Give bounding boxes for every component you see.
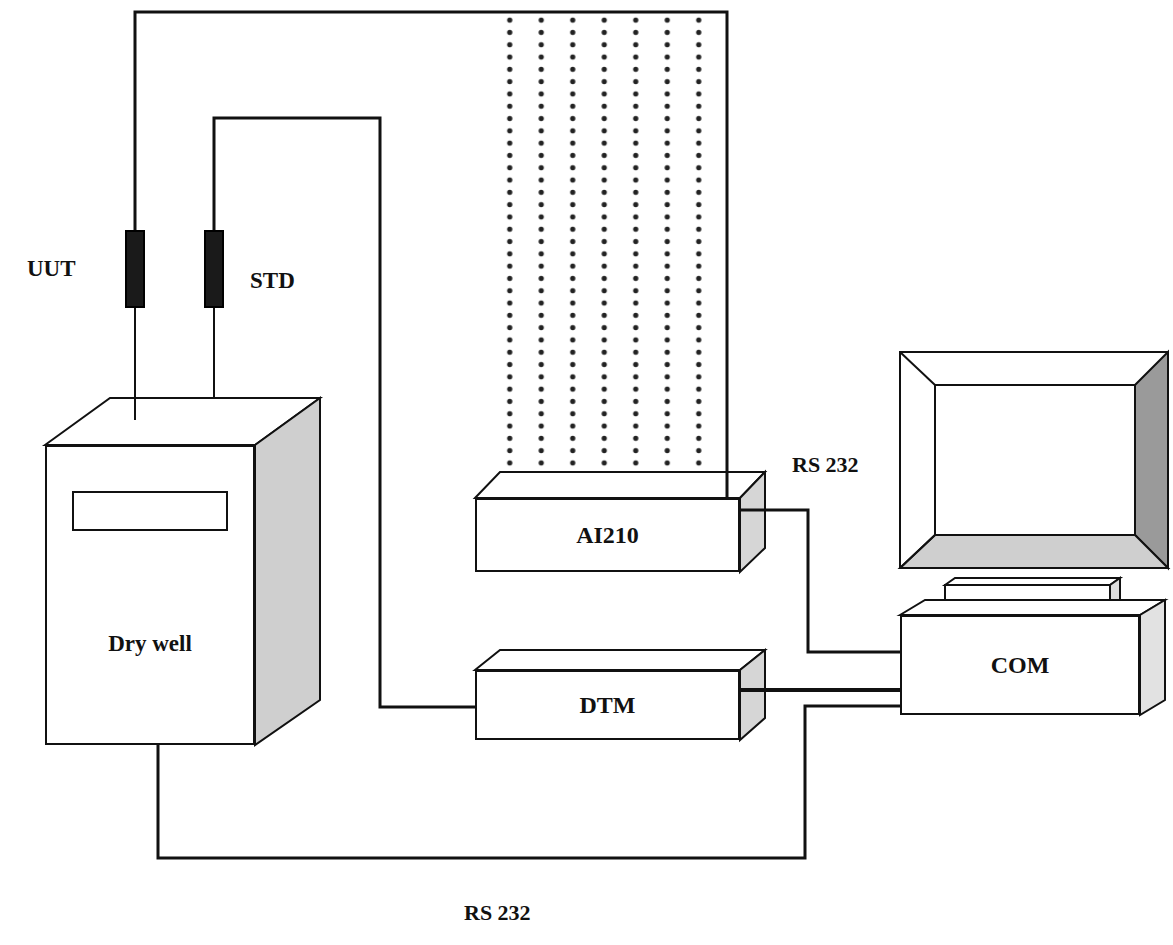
cable-label: RS 232: [462, 900, 533, 926]
probe-label: UUT: [27, 256, 43, 282]
computer-top: [900, 600, 1165, 615]
logger-top: [475, 472, 765, 498]
monitor-frame: [900, 352, 1168, 568]
monitor-bevel: [900, 535, 1168, 568]
cable: [135, 12, 727, 498]
monitor-bevel-line: [900, 352, 935, 385]
probe-sensor: UUT: [125, 230, 145, 308]
cable: [740, 688, 900, 692]
computer: COM: [900, 615, 1140, 715]
logger-side: [740, 472, 765, 572]
probe-stem: [213, 308, 215, 410]
dry-well-side: [255, 398, 320, 745]
box-label: Dry well: [108, 631, 192, 657]
thermometer-top: [475, 650, 765, 670]
probe-stem: [134, 398, 136, 420]
probe-label: STD: [250, 268, 266, 294]
thermometer: DTM: [475, 670, 740, 740]
computer-side: [1140, 600, 1165, 715]
box-label: AI210: [576, 522, 639, 549]
monitor-screen: [935, 385, 1135, 535]
cable-label: RS 232: [790, 452, 861, 478]
monitor-bevel-line: [900, 535, 935, 568]
monitor-stand: [945, 578, 1120, 585]
probe-sensor: STD: [204, 230, 224, 308]
box-label: DTM: [580, 692, 636, 719]
display-window: [72, 491, 228, 531]
dry-well-calibrator: Dry well: [45, 445, 255, 745]
data-logger: AI210: [475, 498, 740, 572]
probe-stem: [134, 308, 136, 420]
box-label: COM: [991, 652, 1050, 679]
monitor-bevel: [1135, 352, 1168, 568]
thermometer-side: [740, 650, 765, 740]
cable: [740, 510, 900, 652]
probe-bundle-dots: [494, 14, 715, 481]
